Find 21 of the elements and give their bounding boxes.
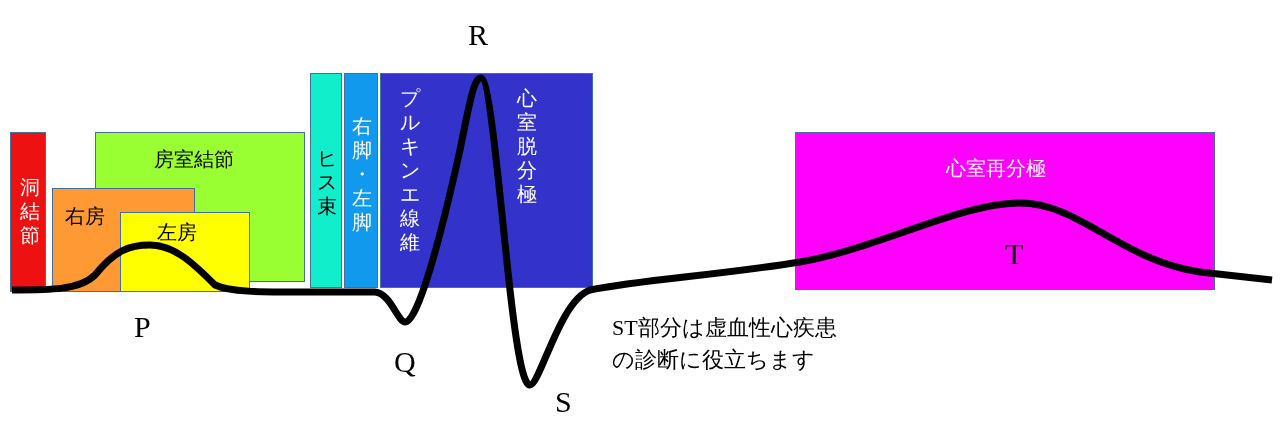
box-label: 洞結節 xyxy=(19,175,40,247)
box-label: 心室再分極 xyxy=(946,157,1046,179)
note-text: ST部分は虚血性心疾患の診断に役立ちます xyxy=(612,314,838,374)
wave-letter: R xyxy=(468,18,488,52)
wave-letter: Q xyxy=(394,345,416,379)
box-label: 右脚・左脚 xyxy=(351,114,372,234)
box-label: 右房 xyxy=(65,205,105,227)
wave-letter: T xyxy=(1005,237,1024,271)
colored-box xyxy=(795,132,1215,290)
box-label: プルキンエ線維 xyxy=(399,86,420,254)
box-label: ヒス束 xyxy=(316,146,337,218)
colored-box xyxy=(380,73,593,288)
wave-letter: P xyxy=(134,310,151,344)
box-label: 房室結節 xyxy=(154,148,234,170)
wave-letter: S xyxy=(555,385,572,419)
box-label: 左房 xyxy=(157,221,197,243)
colored-box xyxy=(120,212,250,292)
colored-box xyxy=(344,73,378,288)
colored-box xyxy=(310,73,342,288)
box-label: 心室脱分極 xyxy=(516,86,537,206)
colored-box xyxy=(10,132,46,292)
